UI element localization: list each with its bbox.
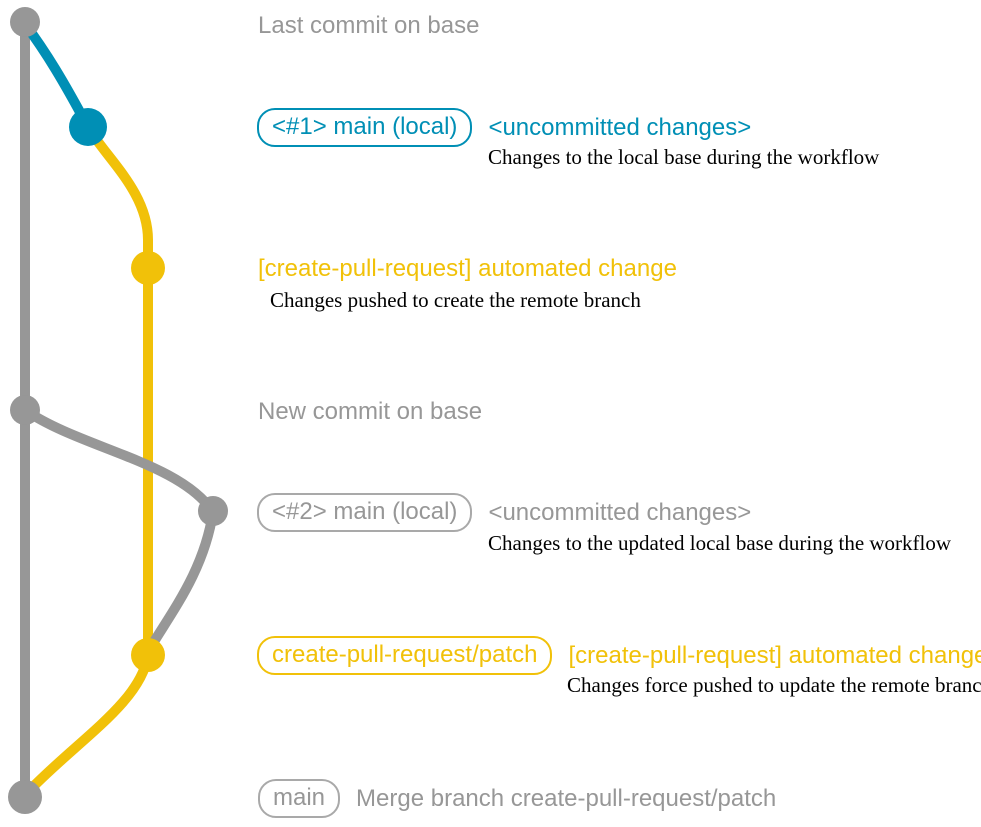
branch-patch-line bbox=[83, 122, 153, 660]
branch-local2-curve-in bbox=[144, 507, 218, 655]
commit-dot-patch1 bbox=[131, 251, 165, 285]
push1-description: Changes pushed to create the remote bran… bbox=[270, 288, 641, 312]
commit-dot-patch2 bbox=[131, 638, 165, 672]
commit-dot-base-new bbox=[10, 395, 40, 425]
branch-badge-main: main bbox=[258, 779, 341, 819]
commit2-description: Changes to the updated local base during… bbox=[488, 531, 952, 555]
commit1-message: <uncommitted changes> bbox=[488, 113, 752, 141]
row-commit1: <#1> main (local) <uncommitted changes> bbox=[257, 108, 752, 148]
push1-message: [create-pull-request] automated change bbox=[258, 255, 677, 282]
commit2-message: <uncommitted changes> bbox=[488, 498, 752, 526]
branch-patch-merge-curve bbox=[21, 650, 153, 799]
label-new-commit-on-base: New commit on base bbox=[258, 398, 483, 425]
merge-message: Merge branch create-pull-request/patch bbox=[356, 784, 777, 812]
commit1-description: Changes to the local base during the wor… bbox=[488, 145, 880, 169]
branch-badge-main-local-1: <#1> main (local) bbox=[257, 108, 473, 148]
commit-dot-local1 bbox=[69, 108, 107, 146]
push2-description: Changes force pushed to update the remot… bbox=[567, 673, 981, 697]
label-last-commit-on-base: Last commit on base bbox=[258, 12, 480, 39]
commit-dot-merge bbox=[8, 780, 42, 814]
git-graph bbox=[8, 7, 228, 814]
row-commit2: <#2> main (local) <uncommitted changes> bbox=[257, 493, 752, 533]
commit-dot-local2 bbox=[198, 496, 228, 526]
push2-message: [create-pull-request] automated change bbox=[568, 641, 981, 669]
branch-badge-patch: create-pull-request/patch bbox=[257, 636, 553, 676]
row-push2: create-pull-request/patch [create-pull-r… bbox=[257, 636, 981, 676]
row-merge: main Merge branch create-pull-request/pa… bbox=[258, 779, 777, 819]
commit-dot-base-last bbox=[10, 7, 40, 37]
branch-local2-curve-out bbox=[20, 405, 218, 517]
branch-badge-main-local-2: <#2> main (local) bbox=[257, 493, 473, 533]
